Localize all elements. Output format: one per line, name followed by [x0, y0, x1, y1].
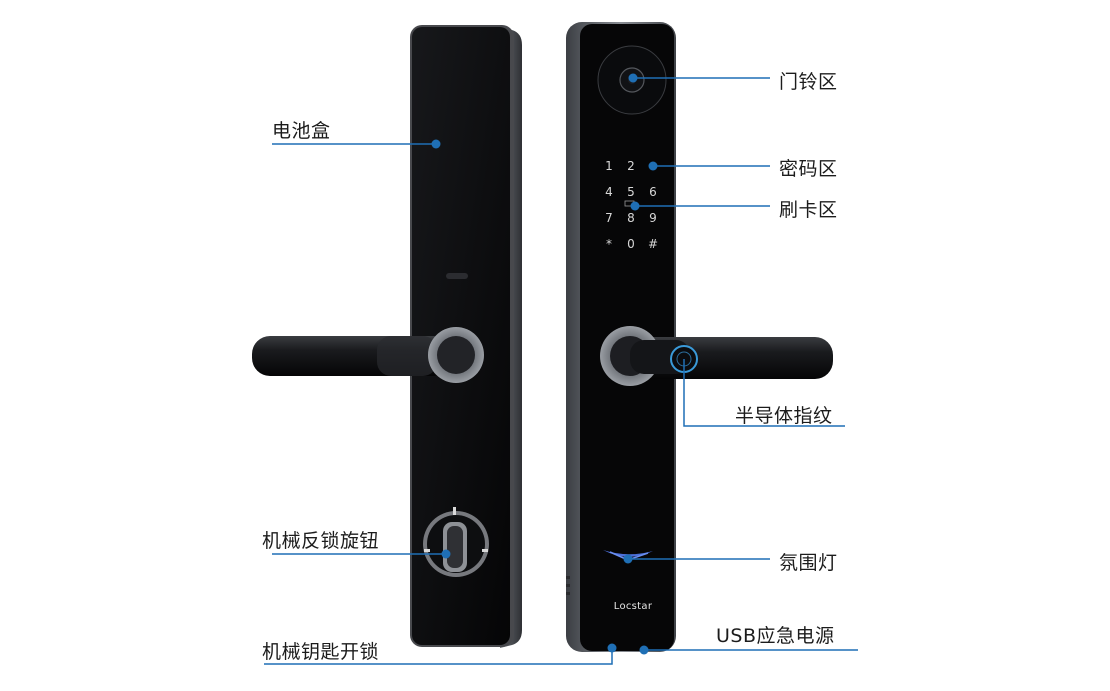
- back-handle-neck: [377, 336, 437, 376]
- callout-dot-ambient: [623, 554, 633, 564]
- label-doorbell-area: 门铃区: [779, 71, 838, 93]
- label-battery-box: 电池盒: [272, 120, 331, 142]
- callout-dot-battery: [431, 139, 441, 149]
- keypad: 1 2 3 4 5 6 7 8 9 * 0 #: [605, 159, 658, 251]
- key-hash[interactable]: #: [648, 237, 658, 251]
- knob-mark-right: [482, 549, 488, 552]
- label-usb-power: USB应急电源: [716, 625, 835, 647]
- key-9[interactable]: 9: [649, 211, 657, 225]
- callout-dot-password: [648, 161, 658, 171]
- speaker-slit: [566, 592, 570, 595]
- speaker-slit: [566, 584, 570, 587]
- key-1[interactable]: 1: [605, 159, 613, 173]
- knob-grip-inner: [447, 526, 463, 568]
- back-handle-rosette-core: [437, 336, 475, 374]
- callout-dot-usb: [639, 645, 649, 655]
- key-4[interactable]: 4: [605, 185, 613, 199]
- speaker-slit: [566, 576, 570, 579]
- knob-mark-top: [453, 507, 456, 515]
- key-0[interactable]: 0: [627, 237, 635, 251]
- key-star[interactable]: *: [606, 237, 612, 251]
- key-8[interactable]: 8: [627, 211, 635, 225]
- label-ambient-light: 氛围灯: [779, 552, 838, 574]
- callout-dots: [431, 73, 658, 655]
- back-panel-slot: [446, 273, 468, 279]
- label-thumb-turn-knob: 机械反锁旋钮: [262, 530, 380, 552]
- label-password-area: 密码区: [779, 158, 838, 180]
- brand-logo: Locstar: [614, 601, 653, 612]
- thumb-turn-knob: [423, 507, 489, 577]
- front-handle: [600, 326, 833, 386]
- callout-dot-knob: [441, 549, 451, 559]
- label-card-area: 刷卡区: [779, 199, 838, 221]
- key-2[interactable]: 2: [627, 159, 635, 173]
- callouts: [264, 77, 858, 665]
- back-handle: [252, 327, 484, 383]
- key-5[interactable]: 5: [627, 185, 635, 199]
- callout-dot-card: [630, 201, 640, 211]
- label-mechanical-key: 机械钥匙开锁: [262, 641, 380, 663]
- callout-dot-key: [607, 643, 617, 653]
- key-7[interactable]: 7: [605, 211, 613, 225]
- knob-mark-left: [424, 549, 430, 552]
- callout-dot-doorbell: [628, 73, 638, 83]
- label-fingerprint: 半导体指纹: [735, 405, 833, 427]
- callout-line-key: [264, 648, 613, 665]
- key-6[interactable]: 6: [649, 185, 657, 199]
- callout-line-fingerprint: [683, 359, 845, 427]
